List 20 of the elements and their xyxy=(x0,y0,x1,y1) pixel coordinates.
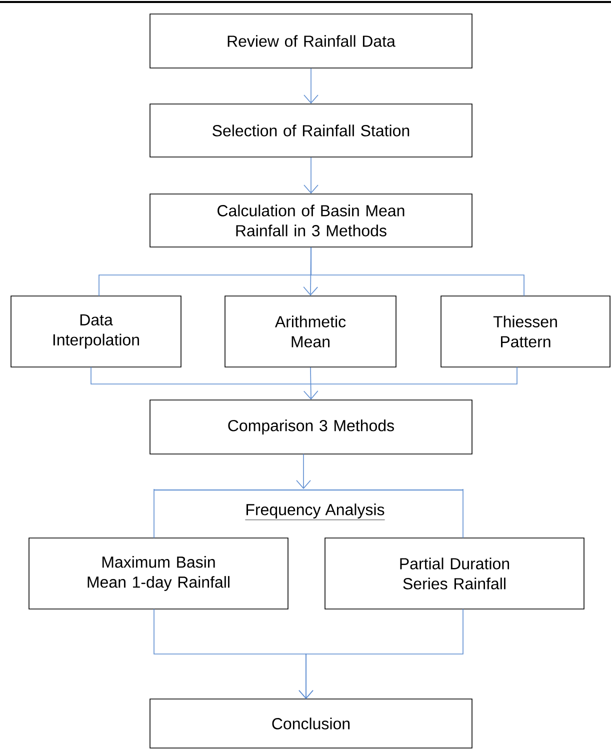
process-box: Arithmetic Mean xyxy=(224,296,396,368)
connector xyxy=(310,247,524,296)
process-box: Data Interpolation xyxy=(10,296,182,368)
connector xyxy=(303,367,318,400)
process-box: Review of Rainfall Data xyxy=(150,14,472,68)
connector xyxy=(462,488,464,538)
connector xyxy=(298,608,464,699)
process-box: Maximum Basin Mean 1-day Rainfall xyxy=(28,538,288,610)
connector xyxy=(304,157,318,194)
process-box: Calculation of Basin Mean Rainfall in 3 Methods xyxy=(150,194,472,248)
connector xyxy=(296,454,311,489)
process-box: Comparison 3 Methods xyxy=(150,400,472,454)
connector xyxy=(304,68,318,104)
process-box: Conclusion xyxy=(150,698,472,748)
connector xyxy=(310,366,518,384)
process-box: Partial Duration Series Rainfall xyxy=(324,538,584,610)
process-box: Selection of Rainfall Station xyxy=(150,104,472,158)
connector xyxy=(90,366,312,384)
section-heading: Frequency Analysis xyxy=(245,504,385,520)
process-box: Thiessen Pattern xyxy=(440,296,610,368)
